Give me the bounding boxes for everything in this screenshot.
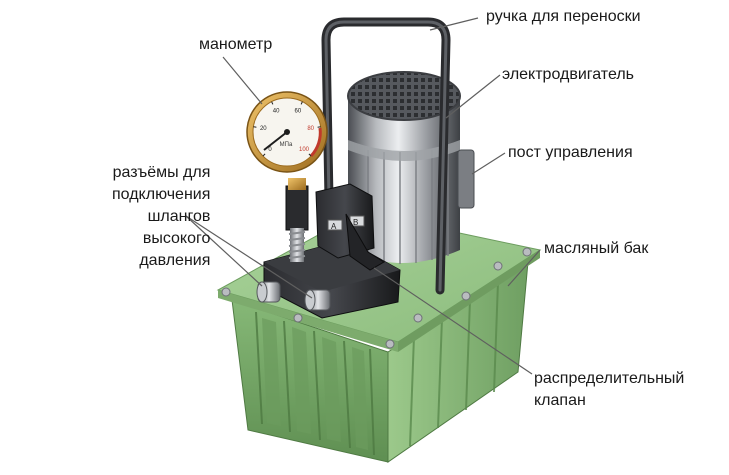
gauge-tick-label: 60 — [295, 109, 302, 115]
gauge-needle — [263, 131, 288, 151]
label-handle: ручка для переноски — [486, 8, 641, 25]
label-gauge: манометр — [199, 36, 273, 53]
gauge-tick-mark — [253, 126, 257, 128]
label-connectors-line-4: высокого — [142, 230, 211, 247]
gauge-tick-mark — [271, 101, 274, 105]
gauge-unit: МПа — [280, 142, 293, 148]
leader-oil-tank — [507, 249, 541, 287]
label-valve: распределительный клапан — [534, 368, 684, 412]
leader-handle — [429, 17, 479, 31]
leader-connector-left — [185, 215, 263, 287]
connector-right — [304, 289, 331, 311]
leader-lines — [185, 17, 541, 375]
gauge-tick-mark — [308, 153, 312, 157]
gauge-tick-mark — [317, 126, 321, 128]
label-connectors-line-1: разъёмы для — [112, 164, 211, 181]
label-connectors: разъёмы для подключения шлангов высокого… — [112, 162, 210, 272]
connector-left — [256, 281, 281, 303]
mark-b: B — [353, 218, 358, 227]
gauge-tick-mark — [300, 101, 303, 105]
gauge-ticks: 0 20 40 60 80 100 — [253, 101, 321, 157]
gauge-stem — [285, 178, 309, 262]
label-connectors-line-2: подключения — [112, 186, 211, 203]
gauge-tick-label: 80 — [307, 126, 314, 132]
leader-motor — [445, 74, 501, 119]
label-motor: электродвигатель — [502, 66, 634, 83]
carrying-handle — [321, 17, 451, 295]
label-valve-line-1: распределительный — [534, 370, 685, 387]
pressure-gauge: 0 20 40 60 80 100 МПа — [246, 91, 328, 173]
leader-control-post — [471, 152, 506, 175]
label-oil-tank: масляный бак — [544, 240, 649, 257]
electric-motor — [347, 71, 475, 264]
label-control-post: пост управления — [508, 144, 633, 161]
leader-valve — [373, 267, 533, 375]
mark-a: A — [331, 222, 337, 231]
gauge-tick-mark — [262, 153, 266, 157]
label-connectors-line-3: шлангов — [147, 208, 211, 225]
gauge-tick-label: 100 — [299, 147, 310, 153]
control-post — [457, 149, 475, 209]
gauge-tick-label: 0 — [268, 147, 272, 153]
valve-lever — [345, 213, 385, 271]
leader-gauge — [222, 56, 263, 105]
gauge-tick-label: 20 — [260, 126, 267, 132]
leader-connector-right — [185, 215, 313, 299]
label-connectors-line-5: давления — [139, 252, 211, 269]
label-valve-line-2: клапан — [534, 392, 586, 409]
gauge-tick-label: 40 — [273, 109, 280, 115]
